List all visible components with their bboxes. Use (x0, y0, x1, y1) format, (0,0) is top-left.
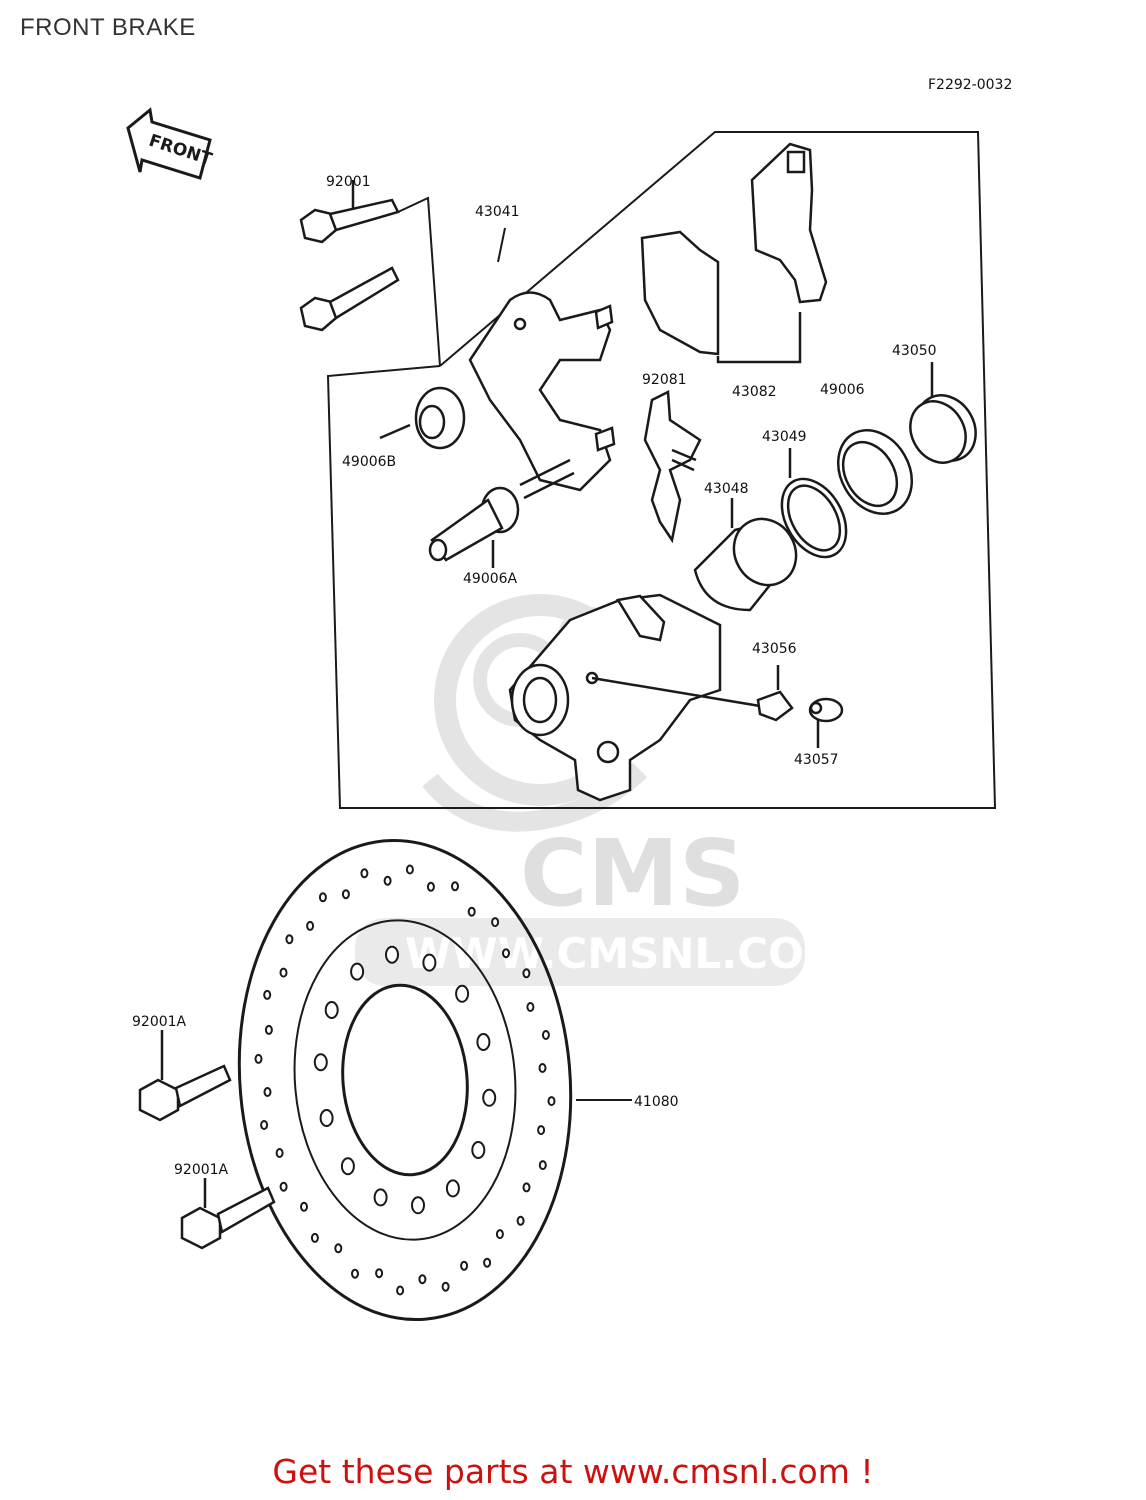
disc-hole (418, 1274, 427, 1285)
disc-hole (350, 962, 365, 981)
disc-hole (522, 1182, 531, 1193)
disc-hole (319, 1109, 334, 1127)
disc-hole (324, 1001, 339, 1019)
promo-banner: Get these parts at www.cmsnl.com ! (0, 1452, 1146, 1491)
disc-hole (318, 892, 327, 903)
cms-watermark: CMS WWW.CMSNL.COM (355, 594, 846, 986)
disc-hole (541, 1030, 550, 1040)
caliper-body (508, 593, 722, 802)
disc-hole (455, 984, 470, 1003)
disc-hole (467, 906, 476, 917)
disc-hole (537, 1125, 546, 1136)
part-label-43041[interactable]: 43041 (475, 204, 520, 220)
front-direction-arrow: FRONT (126, 107, 215, 180)
disc-hole (360, 868, 369, 879)
part-label-49006B[interactable]: 49006B (342, 454, 396, 470)
disc-hole (279, 1181, 288, 1192)
part-label-43049[interactable]: 43049 (762, 429, 807, 445)
disc-hole (254, 1053, 263, 1064)
cap-43050 (909, 362, 977, 464)
part-label-92001[interactable]: 92001 (326, 174, 371, 190)
disc-hole (482, 1088, 497, 1107)
caliper-bracket (468, 291, 616, 500)
page-title: FRONT BRAKE (20, 14, 196, 41)
part-label-43050[interactable]: 43050 (892, 343, 937, 359)
disc-hole (538, 1063, 547, 1073)
disc-hole (516, 1215, 525, 1226)
promo-prefix: Get these parts at (272, 1452, 583, 1491)
disc-bolt-92001A-lower (180, 1178, 276, 1250)
disc-hole (385, 945, 399, 964)
part-label-41080[interactable]: 41080 (634, 1094, 679, 1110)
bleeder-valve-43056 (591, 665, 794, 722)
disc-hole (538, 1160, 547, 1171)
disc-hole (405, 864, 414, 875)
part-label-49006A[interactable]: 49006A (463, 571, 518, 587)
disc-hole (396, 1285, 405, 1296)
part-label-43082[interactable]: 43082 (732, 384, 777, 400)
disc-hole (263, 1087, 272, 1097)
disc-hole (451, 881, 459, 892)
disc-hole (471, 1141, 486, 1159)
disc-hole (502, 948, 510, 959)
disc-hole (426, 881, 435, 892)
part-label-92081[interactable]: 92081 (642, 372, 687, 388)
disc-hole (460, 1260, 469, 1271)
disc-hole (375, 1268, 384, 1279)
part-label-92001A-lower[interactable]: 92001A (174, 1162, 229, 1178)
promo-link[interactable]: www.cmsnl.com (582, 1452, 850, 1491)
front-brake-diagram: CMS WWW.CMSNL.COM F2292-0032 FRONT (126, 77, 1012, 1322)
part-label-92001A-upper[interactable]: 92001A (132, 1014, 187, 1030)
bolt-92001 (299, 180, 400, 332)
disc-hole (476, 1033, 491, 1051)
disc-hole (341, 889, 350, 900)
watermark-url: WWW.CMSNL.COM (405, 929, 846, 978)
piston-43048 (693, 498, 798, 612)
disc-hole (264, 1024, 273, 1035)
disc-hole (285, 934, 294, 945)
brake-pads-43082 (640, 142, 828, 364)
dust-seal-49006 (836, 429, 914, 515)
diagram-code: F2292-0032 (928, 77, 1012, 93)
part-label-43057[interactable]: 43057 (794, 752, 839, 768)
promo-suffix: ! (849, 1452, 874, 1491)
disc-bolt-92001A-upper (138, 1030, 232, 1122)
disc-hole (373, 1188, 388, 1207)
bleeder-cap-43057 (808, 697, 844, 748)
brake-disc-41080 (237, 838, 573, 1322)
spring-92081 (643, 390, 702, 544)
disc-hole (260, 1120, 269, 1130)
disc-hole (422, 953, 437, 972)
part-label-43048[interactable]: 43048 (704, 481, 749, 497)
disc-hole (441, 1281, 450, 1292)
disc-hole (383, 875, 392, 886)
disc-hole (279, 967, 288, 978)
disc-hole (522, 968, 531, 979)
part-label-43056[interactable]: 43056 (752, 641, 797, 657)
disc-hole (306, 920, 315, 931)
disc-hole (263, 989, 272, 1000)
caliper-assembly-outline (326, 131, 997, 809)
disc-hole (334, 1243, 343, 1254)
disc-hole (547, 1096, 556, 1107)
disc-hole (300, 1201, 308, 1212)
disc-hole (495, 1229, 504, 1240)
boot-49006B (379, 386, 466, 450)
disc-hole (310, 1232, 319, 1243)
disc-hole (526, 1002, 535, 1012)
pin-49006A (428, 486, 520, 568)
disc-hole (411, 1196, 425, 1215)
disc-hole (275, 1148, 284, 1158)
disc-hole (351, 1268, 359, 1279)
disc-hole (340, 1157, 355, 1176)
disc-hole (445, 1179, 460, 1198)
part-label-49006[interactable]: 49006 (820, 382, 865, 398)
disc-hole (313, 1053, 328, 1072)
disc-holes (254, 864, 556, 1296)
watermark-brand: CMS (520, 820, 745, 927)
seal-43049 (780, 448, 848, 559)
disc-hole (483, 1257, 492, 1268)
disc-hole (491, 917, 500, 928)
